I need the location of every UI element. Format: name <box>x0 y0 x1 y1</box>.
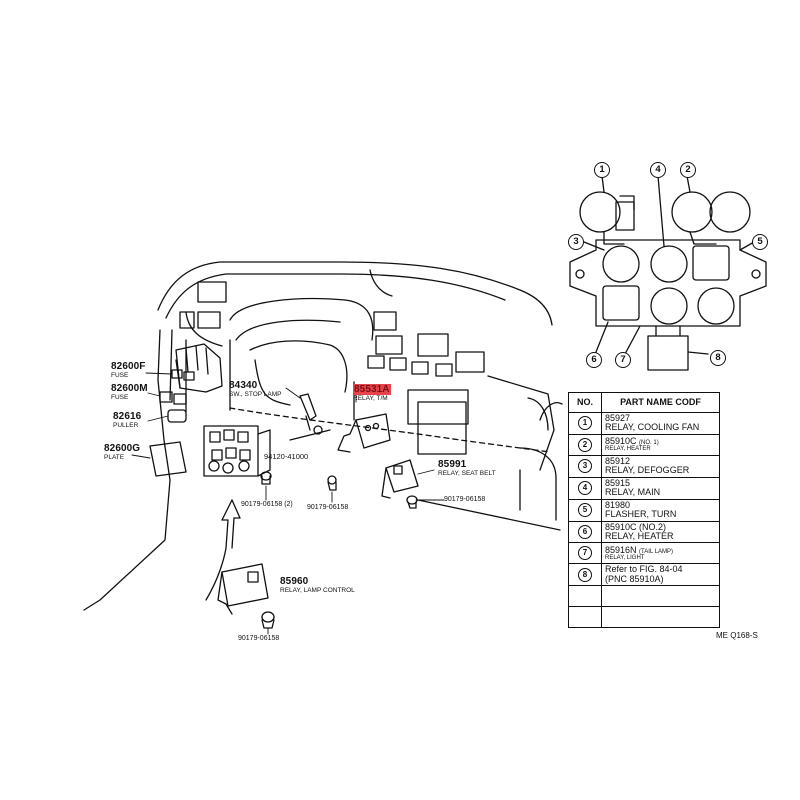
assembly-arrow <box>205 499 241 601</box>
label-nut-4: 90179-06158 <box>238 635 280 642</box>
label-94120-41000: 94120-41000 <box>264 452 309 461</box>
callout-8: 8 <box>710 350 726 366</box>
label-nut-1: 90179-06158 (2) <box>241 501 293 508</box>
fuse-block-drawing <box>149 343 271 477</box>
callout-6: 6 <box>586 352 602 368</box>
callout-4: 4 <box>650 162 666 178</box>
highlighted-part-number: 85531A <box>353 384 391 395</box>
legend-col-no: NO. <box>568 392 602 413</box>
figure-code: ME Q168-S <box>716 631 758 640</box>
label-nut-2: 90179-06158 <box>307 504 349 511</box>
legend-row-empty <box>568 585 720 608</box>
legend-row: 2 85910C (NO. 1)RELAY, HEATER <box>568 433 720 456</box>
label-nut-3: 90179-06158 <box>444 496 486 503</box>
instrument-panel-drawing <box>83 261 563 611</box>
legend-row: 6 85910C (NO.2)RELAY, HEATER <box>568 520 720 544</box>
lamp-control-relay-drawing <box>217 563 269 615</box>
leader-lines <box>131 372 445 635</box>
nut-drawings <box>260 471 418 629</box>
stop-lamp-switch-drawing <box>299 393 323 435</box>
relay-block-detail <box>569 175 767 371</box>
legend-header: NO. PART NAME CODF <box>568 392 720 413</box>
legend-row-empty <box>568 606 720 629</box>
callout-3: 3 <box>568 234 584 250</box>
label-85531A: 85531A RELAY, T/M <box>353 384 391 402</box>
callout-2: 2 <box>680 162 696 178</box>
callout-1: 1 <box>594 162 610 178</box>
legend-row: 8 Refer to FIG. 84-04(PNC 85910A) <box>568 563 720 587</box>
legend-row: 7 85916N (TAIL LAMP)RELAY, LIGHT <box>568 542 720 565</box>
legend-col-name: PART NAME CODF <box>601 392 720 413</box>
callout-5: 5 <box>752 234 768 250</box>
callout-7: 7 <box>615 352 631 368</box>
seat-belt-relay-drawing <box>381 459 419 499</box>
